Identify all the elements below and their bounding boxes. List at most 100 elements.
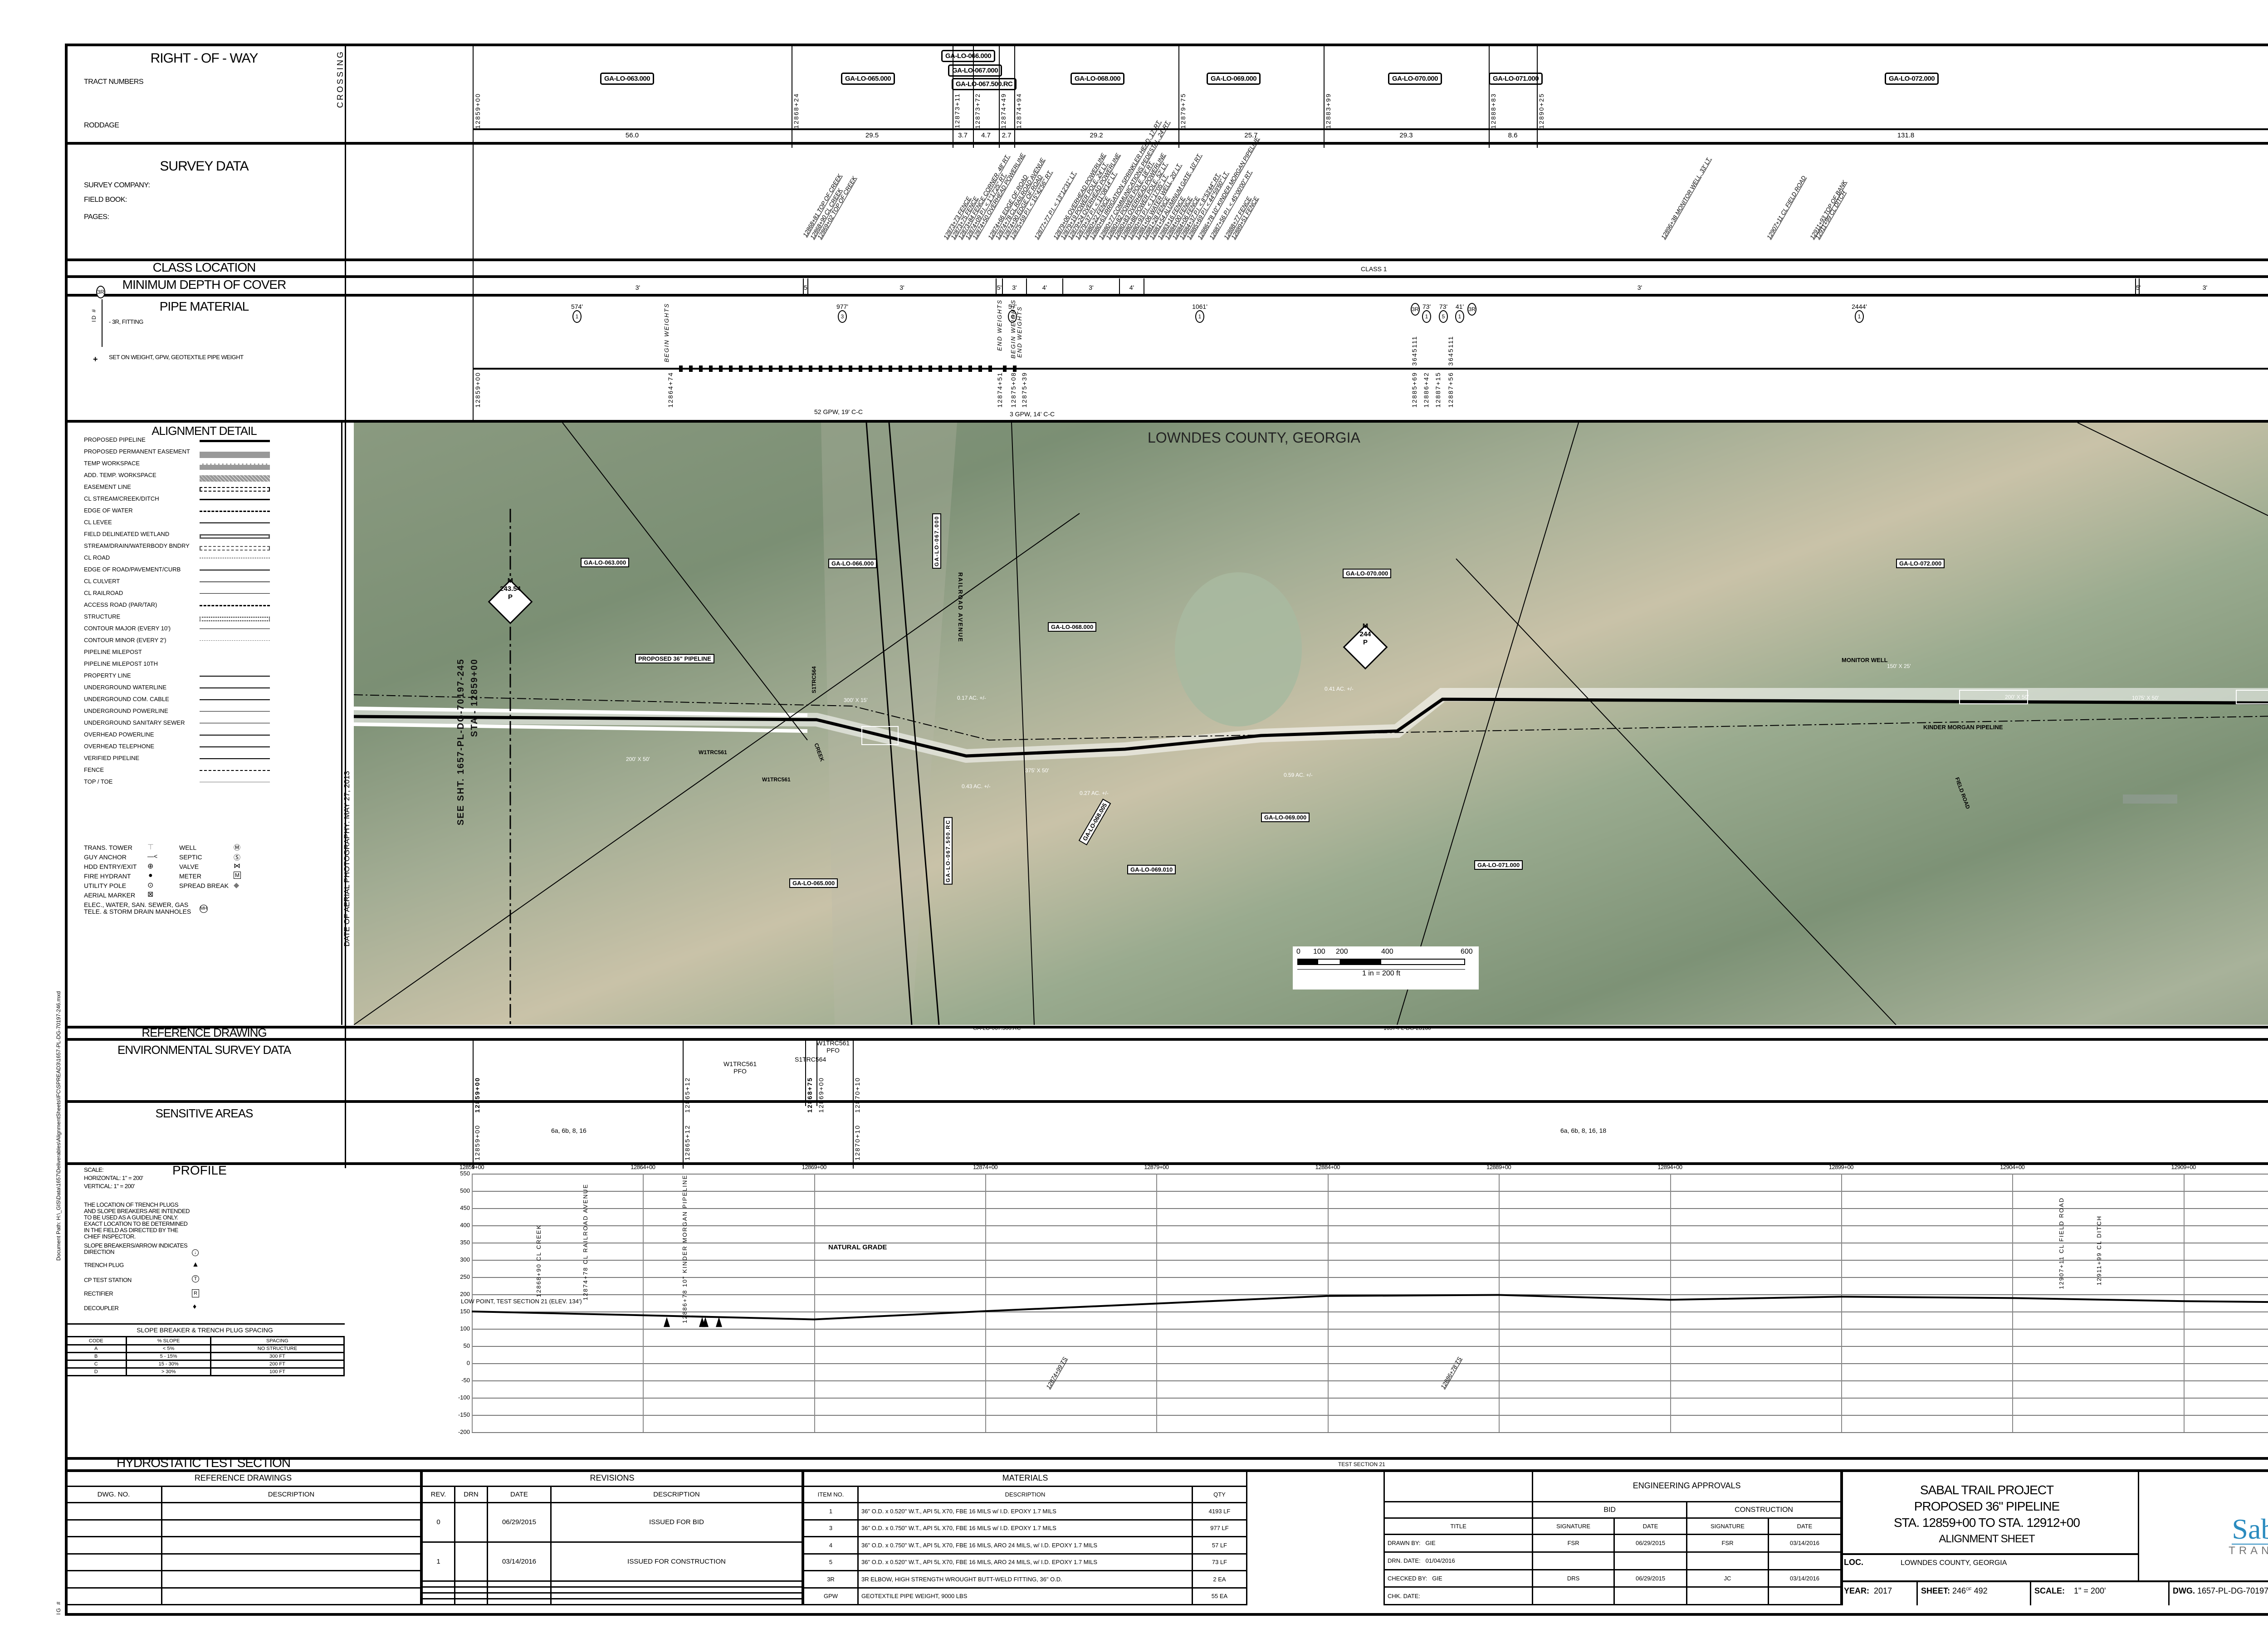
weights-note: BEGIN WEIGHTS xyxy=(663,303,670,362)
section-divider xyxy=(65,1162,2268,1165)
legend-line-label: PIPELINE MILEPOST 10TH xyxy=(84,660,158,667)
legend-line-symbol xyxy=(200,581,270,587)
profile-gridline xyxy=(472,1191,2268,1192)
x-tick: 12909+00 xyxy=(2171,1164,2196,1170)
legend-line-symbol xyxy=(200,546,270,551)
profile-station-line xyxy=(814,1174,815,1432)
section-divider xyxy=(65,1100,2268,1103)
x-tick: 12874+00 xyxy=(973,1164,998,1170)
hydrostatic-title: HYDROSTATIC TEST SECTION xyxy=(116,1456,291,1470)
station-divider xyxy=(473,1038,474,1169)
septic-icon: Ⓢ xyxy=(234,854,241,862)
tract-station: 12868+24 xyxy=(792,93,800,129)
profile-station-line xyxy=(1841,1174,1842,1432)
scale-label: SCALE: xyxy=(84,1166,104,1173)
profile-gridline xyxy=(472,1311,2268,1312)
hdd-icon: ⊕ xyxy=(147,863,154,870)
profile-legend-label: DECOUPLER xyxy=(84,1305,119,1311)
legend-line-label: VERIFIED PIPELINE xyxy=(84,755,140,761)
cover-segment: 4' xyxy=(1120,278,1144,297)
roddage-label: RODDAGE xyxy=(84,122,119,129)
roddage-value: 131.8 xyxy=(1897,132,1915,139)
title-cell-divider xyxy=(2030,1580,2031,1605)
guy-anchor-icon: —< xyxy=(147,853,158,860)
cover-segment: 4' xyxy=(1027,278,1063,297)
profile-station-line xyxy=(1499,1174,1500,1432)
spacing-divider xyxy=(65,1323,345,1325)
alignment-detail-title: ALIGNMENT DETAIL xyxy=(152,424,257,438)
rectifier-icon: R xyxy=(192,1289,199,1297)
pipe-material-title: PIPE MATERIAL xyxy=(159,299,249,313)
monitor-well-label: MONITOR WELL xyxy=(1842,657,1888,663)
workspace-label: 375' X 50' xyxy=(1025,767,1049,774)
right-of-way-title: RIGHT - OF - WAY xyxy=(150,51,259,66)
legend-symbol-label: METER xyxy=(179,873,201,880)
map-tract-label: GA-LO-072.000 xyxy=(1896,559,1945,568)
legend-line-symbol xyxy=(200,676,270,681)
legend-line-symbol xyxy=(200,699,270,705)
pipe-marker: 1061'1 xyxy=(1191,303,1209,323)
y-tick: 400 xyxy=(460,1222,470,1228)
scale-tick: 600 xyxy=(1461,948,1473,955)
legend-line-symbol xyxy=(200,605,270,610)
y-tick: -150 xyxy=(458,1411,470,1418)
legend-line-symbol xyxy=(200,511,270,516)
pipe-station: 12886+42 xyxy=(1422,372,1430,408)
survey-data-title: SURVEY DATA xyxy=(160,159,249,174)
acreage-label: 0.41 AC. +/- xyxy=(1325,686,1354,692)
legend-line-label: TOP / TOE xyxy=(84,778,113,785)
railroad-label: RAILROAD AVENUE xyxy=(957,572,964,643)
reference-item[interactable]: GA-LO-067.500.RC xyxy=(973,1025,1021,1031)
legend-symbol-label: GUY ANCHOR xyxy=(84,853,127,861)
profile-gridline xyxy=(472,1380,2268,1381)
legend-line-label: CL LEVEE xyxy=(84,519,112,526)
legend-symbol-label: SEPTIC xyxy=(179,853,202,861)
map-tract-label: GA-LO-069.010 xyxy=(1127,865,1176,874)
weight-legend-label: SET ON WEIGHT, GPW, GEOTEXTILE PIPE WEIG… xyxy=(109,354,244,361)
aerial-date: DATE OF AERIAL PHOTOGRAPHY: MAY 27, 2013 xyxy=(342,771,351,947)
profile-annotation: 12911+99 CL DITCH xyxy=(2096,1215,2102,1286)
profile-legend-label: SLOPE BREAKERS/ARROW INDICATES DIRECTION xyxy=(84,1242,188,1255)
legend-line-symbol xyxy=(200,499,270,504)
legend-line-label: OVERHEAD POWERLINE xyxy=(84,731,154,738)
map-tract-label: GA-LO-066.000 xyxy=(828,559,877,568)
station-divider xyxy=(853,1038,854,1169)
workspace-label: 1075' X 50' xyxy=(2132,695,2159,701)
weights-hatch xyxy=(1003,366,1017,372)
legend-symbol-label: UTILITY POLE xyxy=(84,882,127,889)
legend-line-label: OVERHEAD TELEPHONE xyxy=(84,743,155,750)
pipe-marker: 2444'1 xyxy=(1850,303,1868,323)
pipe-station: 12885+69 xyxy=(1411,372,1418,408)
profile-gridline xyxy=(472,1398,2268,1399)
profile-gridline xyxy=(472,1277,2268,1278)
project-title: SABAL TRAIL PROJECT PROPOSED 36" PIPELIN… xyxy=(1893,1483,2080,1545)
cover-segment: 3' xyxy=(1003,278,1027,297)
section-divider xyxy=(65,1026,2268,1029)
slope-breaker-icon: ↓ xyxy=(192,1249,199,1256)
station-divider xyxy=(683,1038,684,1169)
legend-symbol-label: SPREAD BREAK xyxy=(179,882,229,889)
section-divider xyxy=(65,294,2268,297)
reference-item[interactable]: 1657-PL-DG-28160 xyxy=(1383,1025,1431,1031)
pipe-marker: 57'4 xyxy=(1003,303,1022,323)
pipeline-callout: PROPOSED 36" PIPELINE xyxy=(635,654,714,663)
natural-grade-callout: NATURAL GRADE xyxy=(828,1243,887,1251)
spacing-title: SLOPE BREAKER & TRENCH PLUG SPACING xyxy=(137,1326,273,1334)
workspace-label: 300' X 15' xyxy=(844,697,868,703)
legend-line-symbol xyxy=(200,664,270,669)
legend-line-label: CL CULVERT xyxy=(84,578,120,585)
profile-title: PROFILE xyxy=(172,1163,227,1177)
year-field: YEAR: 2017 xyxy=(1844,1586,1892,1595)
y-tick: 450 xyxy=(460,1204,470,1211)
section-divider xyxy=(65,420,2268,423)
acreage-label: 0.17 AC. +/- xyxy=(957,695,986,701)
legend-line-label: UNDERGROUND WATERLINE xyxy=(84,684,167,691)
env-station: 12868+75 xyxy=(806,1077,813,1113)
sheet-field: SHEET: 246OF 492 xyxy=(1921,1586,1988,1595)
y-tick: 0 xyxy=(466,1360,470,1366)
